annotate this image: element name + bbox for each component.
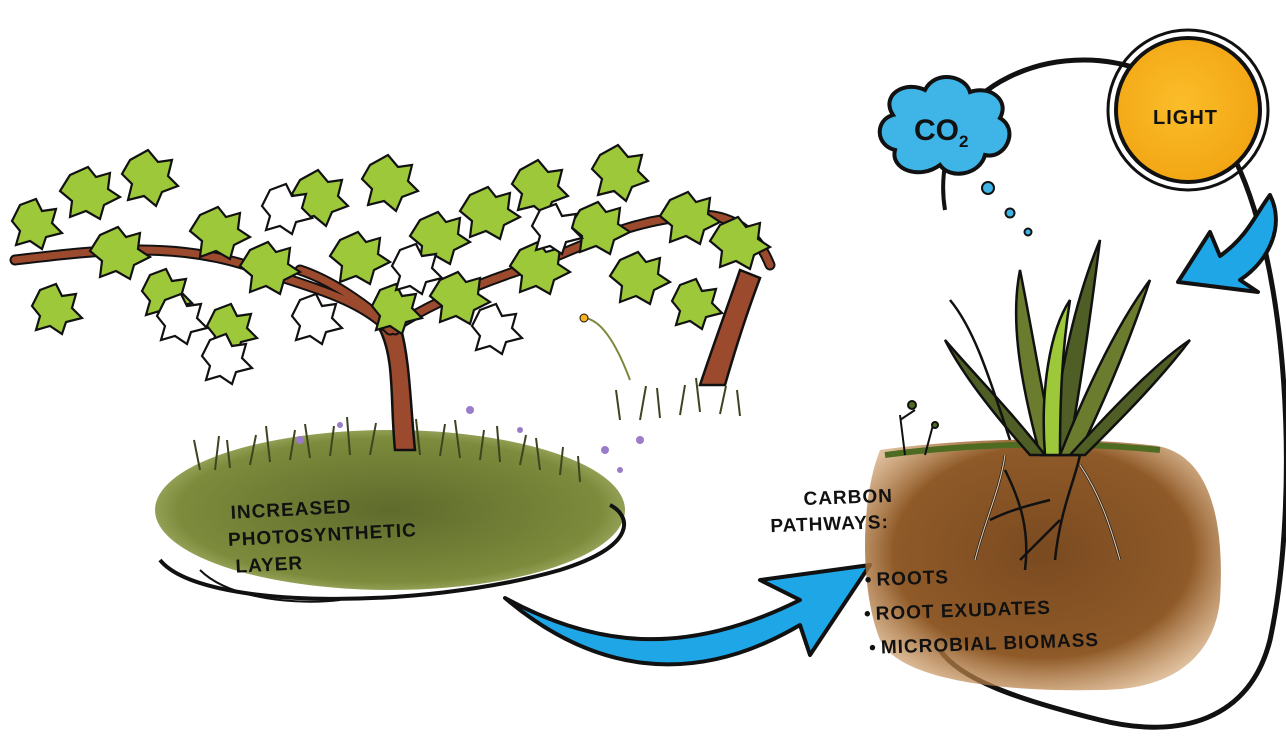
cycle-ellipse [937, 57, 1286, 730]
carbon-pathways-list: Roots Root exudates Microbial biomass [864, 556, 1099, 666]
grass-patch-icon [155, 406, 644, 603]
plant-icon [943, 239, 1191, 457]
pathways-title-line1: Carbon [803, 485, 894, 510]
pathways-title-line2: Pathways: [770, 512, 890, 538]
sun-icon [1106, 28, 1270, 192]
co2-label: CO2 [914, 114, 968, 152]
light-arrow-icon [1176, 193, 1278, 294]
tree-icon [9, 143, 776, 452]
seedling-icon [899, 400, 939, 456]
co2-subscript: 2 [959, 132, 969, 151]
cloud-icon [877, 75, 1033, 237]
light-label: Light [1153, 107, 1218, 129]
carbon-pathways-title: Carbon Pathways: [769, 484, 894, 540]
co2-main: CO [914, 114, 959, 147]
photosynthetic-layer-label: Increased Photosynthetic Layer [228, 490, 419, 581]
arrow-icon [503, 563, 872, 667]
